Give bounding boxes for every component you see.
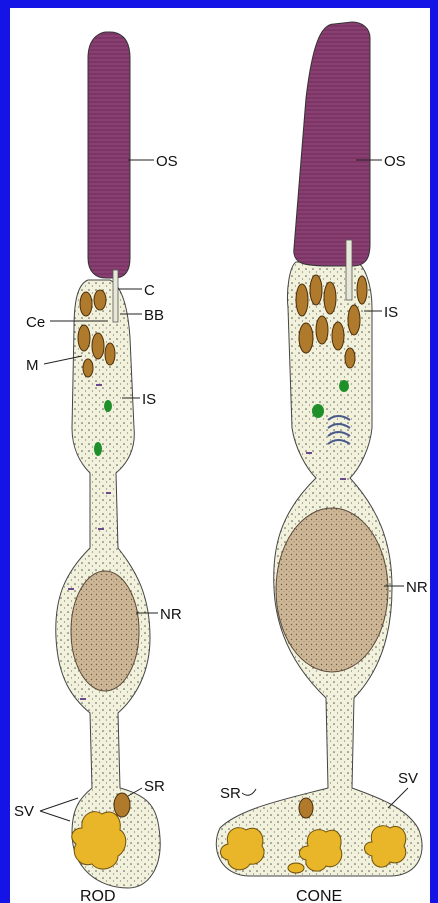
cone-synaptic-masses [221,826,406,873]
rod-label-sv: SV [14,803,34,820]
cone-label-sr: SR [220,785,241,802]
rod-organelle [104,400,112,412]
rod-label-os: OS [156,153,178,170]
rod-label-is: IS [142,391,156,408]
cone-caption: CONE [296,888,342,903]
cone-organelle [312,404,324,418]
rod-label-nr: NR [160,606,182,623]
rod-nucleus [71,571,139,691]
cone-cilium [346,240,352,300]
rod-synaptic-ribbon [114,793,130,817]
cone-synaptic-ribbon [299,798,313,818]
rod-label-ce: Ce [26,314,45,331]
photoreceptor-diagram: OS C BB Ce M IS NR SR SV ROD [10,8,430,903]
cone-cell [216,22,422,876]
diagram-canvas: OS C BB Ce M IS NR SR SV ROD [10,8,430,903]
rod-label-m: M [26,357,39,374]
rod-cilium [113,270,118,322]
cone-label-os: OS [384,153,406,170]
rod-caption: ROD [80,888,116,903]
cone-label-is: IS [384,304,398,321]
rod-label-c: C [144,282,155,299]
rod-label-sr: SR [144,778,165,795]
rod-outer-segment [88,32,130,278]
cone-nucleus [276,508,388,672]
rod-organelle [94,442,102,456]
cone-label-nr: NR [406,579,428,596]
rod-label-bb: BB [144,307,164,324]
cone-label-sv: SV [398,770,418,787]
cone-outer-segment [294,22,370,266]
cone-organelle [339,380,349,392]
